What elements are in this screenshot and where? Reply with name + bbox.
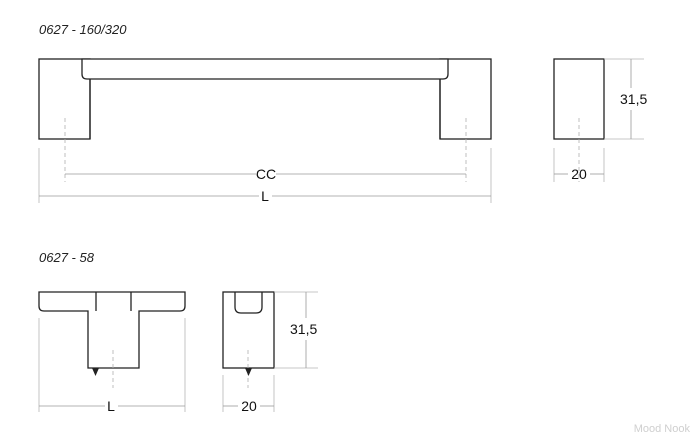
width-label-bottom: 20 [241,398,257,414]
long-handle-front-view [38,58,492,182]
knob-recess [234,292,263,314]
length-dimension-bottom: L [38,318,186,414]
cc-label: CC [256,166,276,182]
knob-side-profile [222,291,275,369]
grip-bar [81,58,449,80]
knob-t-profile [38,291,186,369]
length-label-top: L [261,188,269,204]
long-handle-side-view: 31,5 20 [553,58,647,182]
knob-side-view: 31,5 20 [222,291,318,414]
length-dimension-top: L [39,188,491,204]
cc-dimension: CC [65,166,466,182]
height-label-top: 31,5 [620,91,647,107]
height-label-bottom: 31,5 [290,321,317,337]
length-label-bottom: L [107,398,115,414]
bottom-model-title: 0627 - 58 [39,250,95,265]
watermark: Mood Nook [634,423,691,435]
screw-tip [92,368,99,376]
knob-front-view [38,291,186,388]
width-label-top: 20 [571,166,587,182]
top-model-title: 0627 - 160/320 [39,22,127,37]
